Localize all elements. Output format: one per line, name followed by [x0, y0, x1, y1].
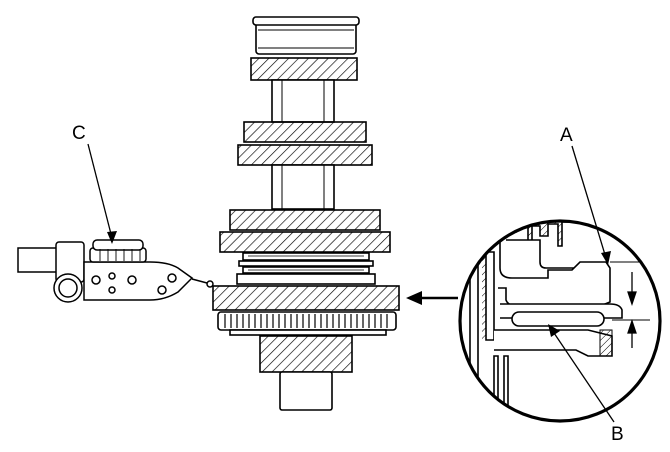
- shaft-assembly: [212, 16, 400, 411]
- detail-view: [458, 219, 662, 423]
- output-stub: [279, 371, 333, 411]
- clearance-gap-arrows: [627, 272, 637, 348]
- callout-label-b: B: [611, 424, 624, 445]
- callout-label-c: C: [72, 123, 86, 144]
- upper-shaft: [271, 79, 335, 123]
- dial-head: [89, 239, 147, 263]
- measured-gear: [212, 285, 400, 311]
- snap-ring: [511, 311, 605, 327]
- fifth-gear: [219, 231, 391, 253]
- top-bearing: [252, 16, 360, 55]
- second-gear: [243, 121, 367, 143]
- third-gear: [237, 144, 373, 166]
- bottom-gear: [259, 335, 353, 373]
- leader-line-c: [87, 143, 113, 239]
- middle-shaft: [271, 164, 335, 210]
- dial-indicator: [17, 239, 214, 303]
- leader-line-b: [551, 329, 615, 423]
- leader-line-a: [571, 145, 607, 259]
- detail-circle: [458, 219, 662, 423]
- fourth-gear: [229, 209, 381, 231]
- stylus-tip: [206, 280, 214, 288]
- top-gear: [250, 57, 358, 81]
- synchro-rings: [236, 252, 376, 285]
- spline-teeth: [224, 314, 388, 328]
- callout-label-a: A: [560, 125, 573, 146]
